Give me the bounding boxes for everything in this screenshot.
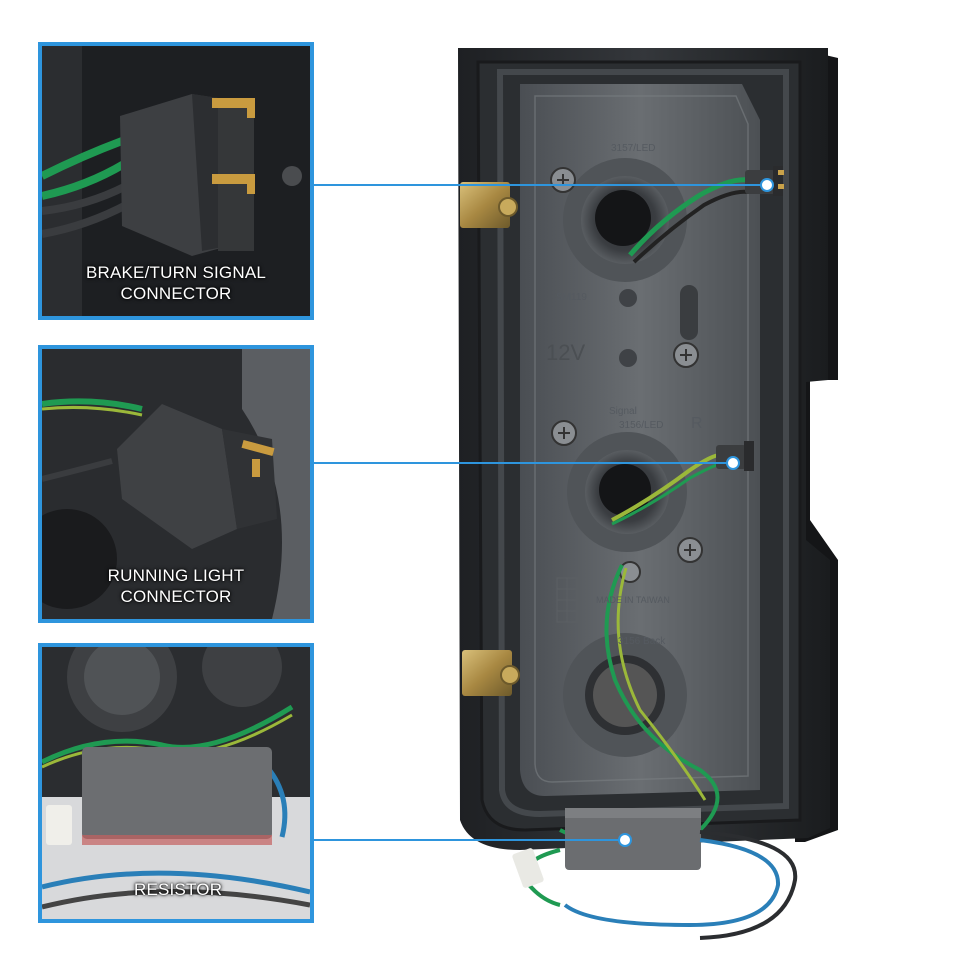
panel-resistor: RESISTOR — [38, 643, 314, 923]
lens-text-signal: Signal — [609, 406, 637, 417]
lens-text-code: SM119 — [556, 292, 587, 303]
callout-dot-brake-turn — [760, 178, 774, 192]
lens-text-bulb-mid: 3156/LED — [619, 420, 664, 431]
running-light-connector-photo — [42, 349, 310, 619]
panel-label-line1: BRAKE/TURN SIGNAL — [85, 263, 267, 282]
lens-text-bulb-top: 3157/LED — [611, 143, 656, 154]
resistor-photo — [42, 647, 310, 919]
lens-text-side: R — [691, 415, 703, 432]
panel-label-brake-turn: BRAKE/TURN SIGNAL CONNECTOR — [42, 262, 310, 304]
panel-label-line2: CONNECTOR — [120, 587, 232, 606]
callout-dot-resistor — [618, 833, 632, 847]
panel-label-running: RUNNING LIGHT CONNECTOR — [42, 565, 310, 607]
lens-text-back: 3156 Back — [618, 636, 666, 647]
lens-text-voltage: 12V — [546, 340, 586, 365]
panel-label-line1: RESISTOR — [134, 880, 223, 899]
panel-brake-turn-connector: BRAKE/TURN SIGNAL CONNECTOR — [38, 42, 314, 320]
panel-label-resistor: RESISTOR — [134, 879, 310, 900]
brake-turn-connector-photo — [42, 46, 310, 316]
callout-line-brake-turn — [314, 184, 766, 186]
panel-running-light-connector: RUNNING LIGHT CONNECTOR — [38, 345, 314, 623]
callout-dot-running — [726, 456, 740, 470]
panel-label-line2: CONNECTOR — [120, 284, 232, 303]
callout-line-resistor — [314, 839, 622, 841]
panel-label-line1: RUNNING LIGHT — [107, 566, 245, 585]
lens-text-made-in: MADE IN TAIWAN — [596, 595, 670, 605]
callout-line-running — [314, 462, 732, 464]
